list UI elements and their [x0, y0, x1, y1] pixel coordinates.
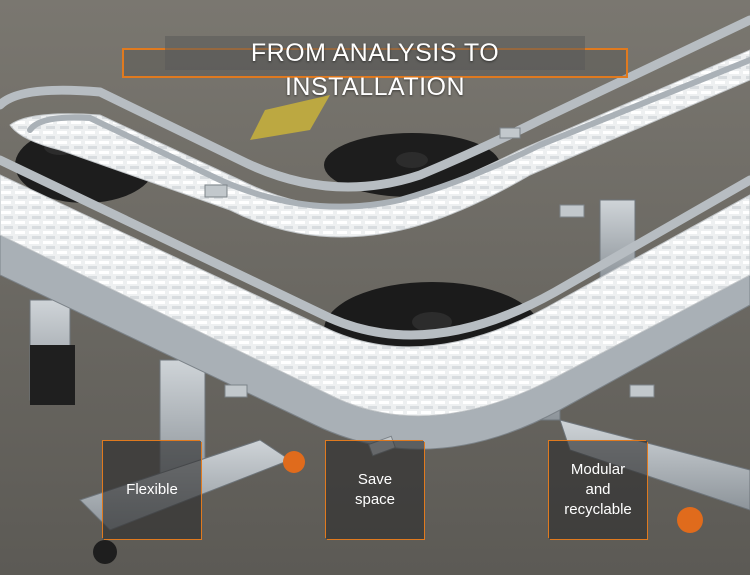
feature-label: Modular and recyclable [564, 461, 632, 518]
floor-marking [250, 95, 330, 140]
guide-rail-back [0, 15, 750, 192]
guide-rail-front [0, 155, 750, 340]
feature-label: Save space [354, 471, 396, 508]
page-title: FROM ANALYSIS TO INSTALLATION [165, 36, 585, 101]
chain-belt-front [0, 174, 750, 417]
guide-rail-inner [27, 57, 750, 210]
caster-wheel [283, 451, 305, 473]
chain-belt-back [9, 49, 750, 238]
caster-wheel [93, 540, 117, 564]
feature-label: Flexible [126, 481, 178, 498]
feature-card-modular: Modular and recyclable [548, 440, 648, 540]
feature-card-save-space: Save space [325, 440, 425, 540]
feature-card-flexible: Flexible [102, 440, 202, 540]
caster-wheel [677, 507, 703, 533]
